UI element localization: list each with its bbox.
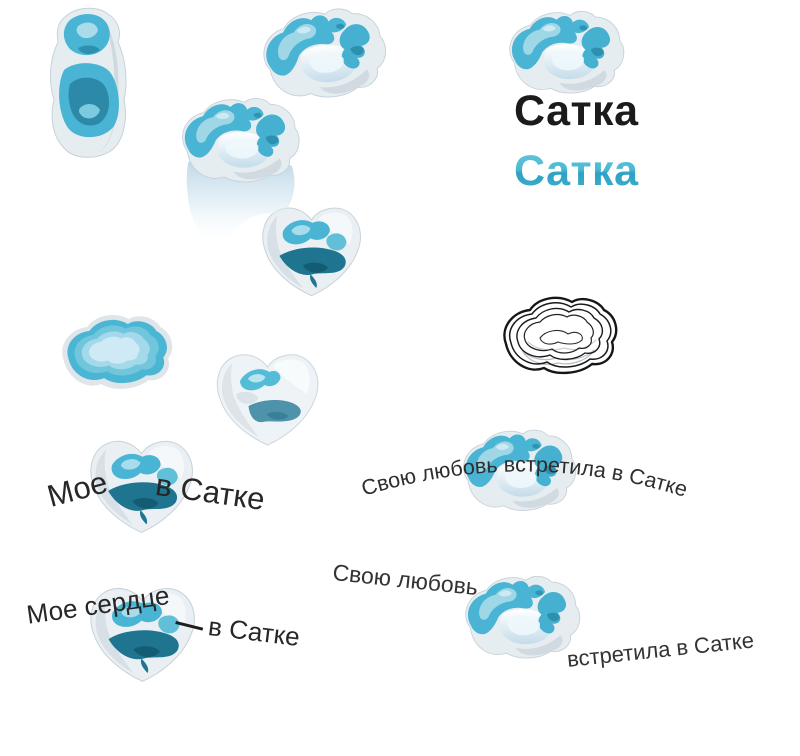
flat-lake-blob bbox=[50, 308, 178, 404]
lake-blob-top-middle bbox=[246, 2, 396, 110]
slogan-svoyu-arc-text: Свою любовь встретила в Сатке bbox=[359, 452, 691, 501]
heart-lake-light bbox=[214, 350, 320, 450]
slogan-v-satke-2: в Сатке bbox=[206, 611, 302, 653]
vertical-lake-blob bbox=[36, 4, 138, 162]
wordmark-satka-blue: Сатка bbox=[514, 147, 639, 195]
slogan-vstretila: встретила в Сатке bbox=[565, 627, 756, 672]
lake-blob-love-2 bbox=[456, 574, 582, 664]
contour-lake-blob bbox=[492, 290, 628, 390]
wordmark-satka-black: Сатка bbox=[514, 87, 639, 135]
slogan-svoyu-arc: Свою любовь встретила в Сатке bbox=[359, 452, 691, 501]
wordmark-satka-blue-text: Сатка bbox=[514, 147, 639, 195]
lake-blob-wordmark bbox=[496, 9, 630, 99]
lake-blob-with-reflection bbox=[170, 96, 304, 188]
